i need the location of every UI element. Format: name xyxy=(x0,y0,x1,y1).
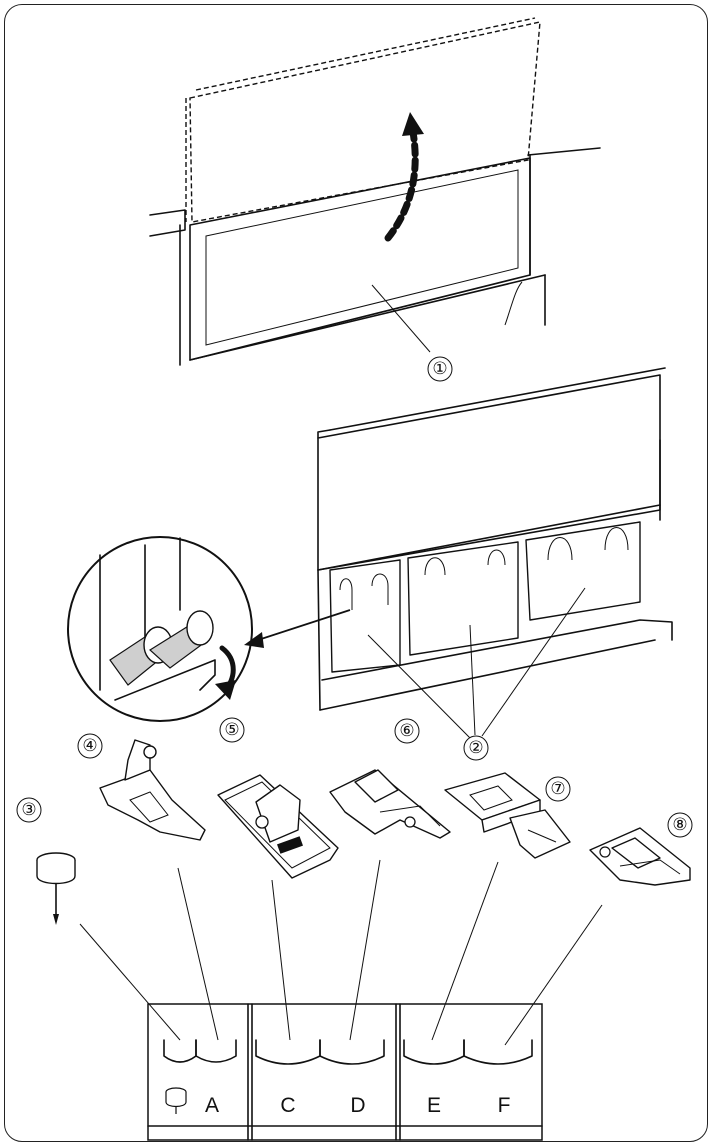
callout-3-circle xyxy=(16,797,42,823)
spool-cap-icon xyxy=(165,1087,187,1114)
callout-4: ④ xyxy=(82,736,97,756)
lift-arrow-head xyxy=(402,112,424,136)
callout-8: ⑧ xyxy=(672,815,687,835)
tray-label-d: D xyxy=(350,1094,365,1117)
callout-8-circle xyxy=(667,812,693,838)
holder-left-edge xyxy=(317,569,321,711)
callout-5-circle xyxy=(219,717,245,743)
satin-foot-part xyxy=(444,772,571,859)
machine-cover-illustration xyxy=(149,17,601,366)
callout-3: ③ xyxy=(21,800,36,820)
holder-box-3 xyxy=(525,521,641,621)
machine-bed-edge xyxy=(319,639,656,711)
open-lid-top xyxy=(329,367,666,431)
magnified-frame xyxy=(99,537,181,691)
holder-slot-3b xyxy=(604,527,629,551)
holder-slot-1a xyxy=(339,578,353,610)
holder-base xyxy=(321,619,673,681)
callout-6: ⑥ xyxy=(399,721,414,741)
holder-slot-3a xyxy=(547,537,573,561)
holder-box-1 xyxy=(329,559,401,673)
leader-2a xyxy=(367,634,471,739)
callout-7: ⑦ xyxy=(550,779,565,799)
zoom-pointer-head xyxy=(244,632,264,648)
tray-leaders xyxy=(79,859,603,1046)
zigzag-foot-part xyxy=(99,739,206,841)
leader-2b xyxy=(469,624,476,736)
holder-box-2 xyxy=(407,541,519,656)
tilt-arrow-head xyxy=(215,680,236,700)
raised-cover-edge xyxy=(195,17,536,91)
foot-tray xyxy=(147,1003,543,1141)
callout-4-circle xyxy=(77,733,103,759)
callout-5: ⑤ xyxy=(224,720,239,740)
callout-2: ② xyxy=(468,738,483,758)
magnified-peg-2-cap xyxy=(186,610,214,646)
callout-1: ① xyxy=(432,359,447,379)
holder-slot-2a xyxy=(424,557,446,576)
machine-body-left xyxy=(149,209,186,237)
leader-1 xyxy=(371,284,431,353)
open-lid-corner xyxy=(317,429,331,439)
machine-body-top xyxy=(527,147,601,156)
overedge-foot-part xyxy=(217,774,339,879)
blind-hem-foot-part xyxy=(589,827,691,886)
tray-label-e: E xyxy=(427,1094,441,1117)
callout-6-circle xyxy=(394,718,420,744)
holder-top-rail xyxy=(317,504,661,571)
callout-7-circle xyxy=(545,776,571,802)
callout-1-circle xyxy=(427,356,453,382)
spool-cap-part xyxy=(36,852,76,925)
tray-label-c: C xyxy=(280,1094,295,1117)
holder-slot-1b xyxy=(371,573,389,605)
leader-2c xyxy=(481,587,586,737)
cover-panel xyxy=(189,157,531,361)
zoom-pointer-line xyxy=(257,609,351,641)
tray-label-f: F xyxy=(498,1094,511,1117)
callout-2-circle xyxy=(463,735,489,761)
zipper-foot-part xyxy=(329,769,451,839)
magnified-base xyxy=(114,659,216,701)
holder-illustration xyxy=(67,367,673,739)
tray-label-a: A xyxy=(205,1094,219,1117)
holder-slot-2b xyxy=(487,549,506,566)
lift-arrow-path xyxy=(384,128,419,242)
cover-bottom-edge xyxy=(189,274,546,361)
raised-cover-outline xyxy=(189,21,541,223)
cover-curve xyxy=(504,281,523,326)
